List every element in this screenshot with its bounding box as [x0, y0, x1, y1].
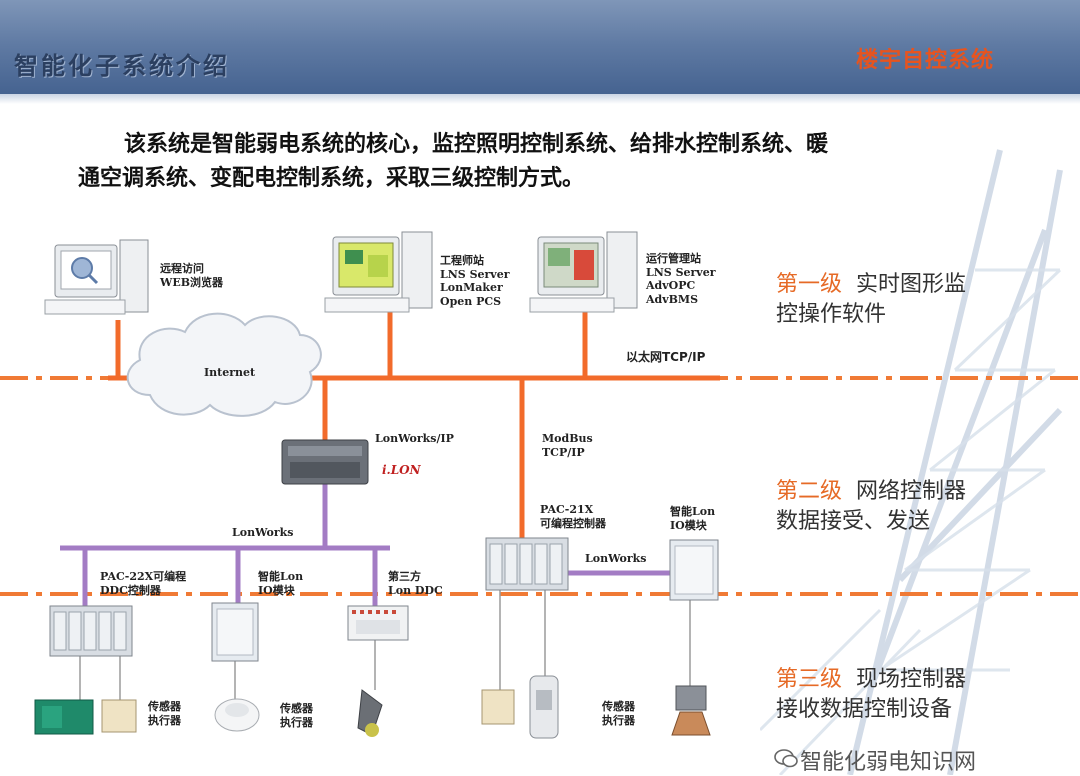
valve-actuator-icon: [671, 685, 711, 736]
operator-computer-icon: [529, 231, 638, 313]
internet-cloud-icon: [126, 312, 322, 417]
pac21x-controller-icon: [485, 537, 569, 591]
sensor-label-1: 传感器 执行器: [148, 700, 181, 727]
sensor-box-icon-2: [481, 689, 515, 725]
wechat-icon: [774, 749, 798, 768]
smart-io-right-label: 智能Lon IO模块: [670, 505, 716, 532]
third-party-ddc-icon: [347, 605, 409, 641]
lonworks-ip-label: LonWorks/IP: [375, 432, 454, 445]
header-bar: [0, 0, 1080, 100]
level-2-description: 第二级 网络控制器 数据接受、发送: [776, 479, 967, 534]
level-3-description: 第三级 现场控制器 接收数据控制设备: [776, 667, 967, 722]
lonworks-right-label: LonWorks: [585, 552, 647, 565]
background-tower-graphic: [760, 149, 1063, 775]
smart-io-right-icon: [669, 539, 719, 601]
ethernet-label: 以太网TCP/IP: [626, 350, 706, 364]
pac22x-controller-icon: [49, 605, 133, 657]
sensor-wires: [79, 590, 691, 705]
smoke-detector-icon: [214, 698, 260, 732]
pac22x-label: PAC-22X可编程 DDC控制器: [100, 570, 187, 597]
lonworks-left-label: LonWorks: [232, 526, 294, 539]
header-divider: [0, 94, 1080, 104]
sensor-label-2: 传感器 执行器: [280, 702, 313, 729]
smart-io-left-icon: [211, 602, 259, 662]
modbus-label: ModBus TCP/IP: [542, 432, 593, 459]
smart-io-left-label: 智能Lon IO模块: [258, 570, 304, 597]
level-1-description: 第一级 实时图形监 控操作软件: [776, 272, 967, 327]
intro-line-1: 该系统是智能弱电系统的核心，监控照明控制系统、给排水控制系统、暖: [124, 132, 829, 157]
sensor-box-icon-1: [101, 699, 137, 733]
remote-computer-icon: [44, 239, 149, 315]
operator-station-label: 运行管理站 LNS Server AdvOPC AdvBMS: [646, 252, 716, 306]
ilon-device-icon: [281, 439, 369, 485]
internet-label: Internet: [204, 366, 256, 379]
generator-icon: [34, 699, 94, 735]
engineer-computer-icon: [324, 231, 433, 313]
water-heater-icon: [529, 675, 559, 739]
third-party-label: 第三方 Lon DDC: [388, 570, 443, 597]
engineer-station-label: 工程师站 LNS Server LonMaker Open PCS: [440, 254, 510, 308]
sensor-label-3: 传感器 执行器: [602, 700, 635, 727]
watermark-text: 智能化弱电知识网: [800, 750, 977, 775]
lonworks-bus: [60, 480, 670, 610]
header-title: 智能化子系统介绍: [14, 51, 230, 80]
header-subtitle: 楼宇自控系统: [856, 47, 995, 73]
ilon-label: i.LON: [382, 463, 421, 477]
pac21x-label: PAC-21X 可编程控制器: [540, 503, 606, 530]
remote-station-label: 远程访问 WEB浏览器: [160, 262, 224, 289]
actuator-icon-1: [357, 689, 383, 737]
intro-line-2: 通空调系统、变配电控制系统，采取三级控制方式。: [78, 166, 585, 191]
